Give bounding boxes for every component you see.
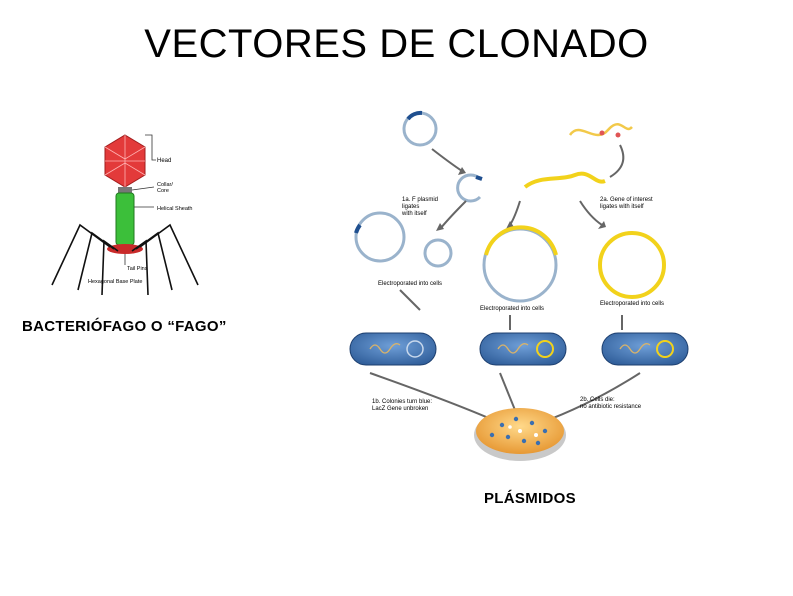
phage-caption: BACTERIÓFAGO O “FAGO”: [22, 318, 227, 335]
label-base-plate: Hexagonal Base Plate: [88, 279, 142, 285]
label-step-1b: 1b. Colonies turn blue:LacZ Gene unbroke…: [372, 399, 432, 412]
phage-base-plate: [107, 244, 143, 254]
phage-head: [104, 134, 146, 188]
phage-tail-fibers: [51, 223, 199, 296]
plasmid-circle-small: [423, 238, 453, 268]
phage-collar: [118, 187, 132, 193]
label-electro-2: Electroporated into cells: [480, 306, 544, 312]
bacteriophage-diagram: Head Collar/Core Helical Sheath Tail Pin…: [51, 134, 199, 296]
label-tail-pins: Tail Pins: [127, 266, 148, 272]
label-collar: Collar/Core: [157, 182, 173, 194]
petri-dish: [474, 408, 566, 461]
cut-plasmid: [456, 173, 482, 203]
label-sheath: Helical Sheath: [157, 206, 192, 212]
gene-strand: [568, 123, 633, 137]
page-title: VECTORES DE CLONADO: [144, 22, 649, 66]
label-electro-1: Electroporated into cells: [378, 281, 442, 287]
cell-blue-1: [349, 332, 437, 366]
plasmid-caption: PLÁSMIDOS: [484, 490, 576, 507]
cell-blue-3: [601, 332, 689, 366]
linear-gene: [523, 171, 606, 189]
gene-circle: [598, 231, 666, 299]
label-step-2b: 2b. Cells die:no antibiotic resistance: [580, 397, 642, 410]
plasmid-circle-large: [354, 211, 406, 263]
phage-sheath: [115, 192, 135, 246]
cell-blue-2: [479, 332, 567, 366]
label-head: Head: [157, 158, 171, 164]
label-electro-3: Electroporated into cells: [600, 301, 664, 307]
